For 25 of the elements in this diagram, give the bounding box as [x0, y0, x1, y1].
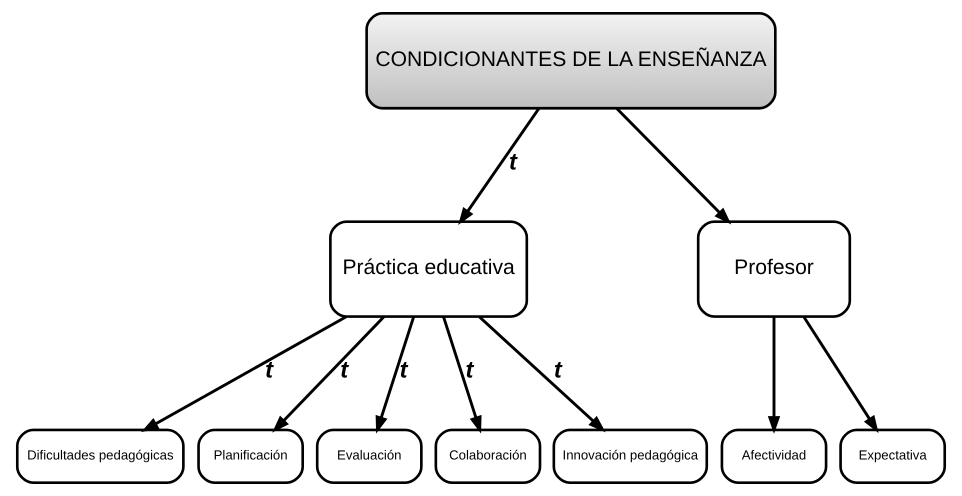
edge-label: t [509, 149, 517, 176]
node-box: Innovación pedagógica [552, 428, 708, 484]
arrow [141, 315, 347, 432]
node-box: Planificación [197, 428, 304, 484]
node-box: Expectativa [839, 428, 946, 484]
node-box: Práctica educativa [329, 220, 528, 318]
node-box: Dificultades pedagógicas [16, 428, 185, 484]
arrow [442, 316, 482, 434]
arrow [458, 107, 540, 226]
node-box: Evaluación [316, 428, 423, 484]
node-box: CONDICIONANTES DE LA ENSEÑANZA [365, 12, 777, 110]
edge-label: t [265, 358, 274, 384]
node-box: Profesor [696, 220, 852, 318]
arrow [802, 316, 879, 434]
edge-label: t [466, 358, 474, 384]
edge-label: t [400, 358, 408, 384]
arrow [768, 317, 780, 434]
arrow [272, 316, 385, 433]
arrow [616, 107, 732, 225]
node-box: Afectividad [720, 428, 828, 484]
node-box: Colaboración [434, 428, 542, 484]
arrow [478, 316, 606, 432]
arrow [376, 316, 415, 434]
edge-label: t [554, 358, 562, 384]
edge-label: t [340, 358, 348, 384]
